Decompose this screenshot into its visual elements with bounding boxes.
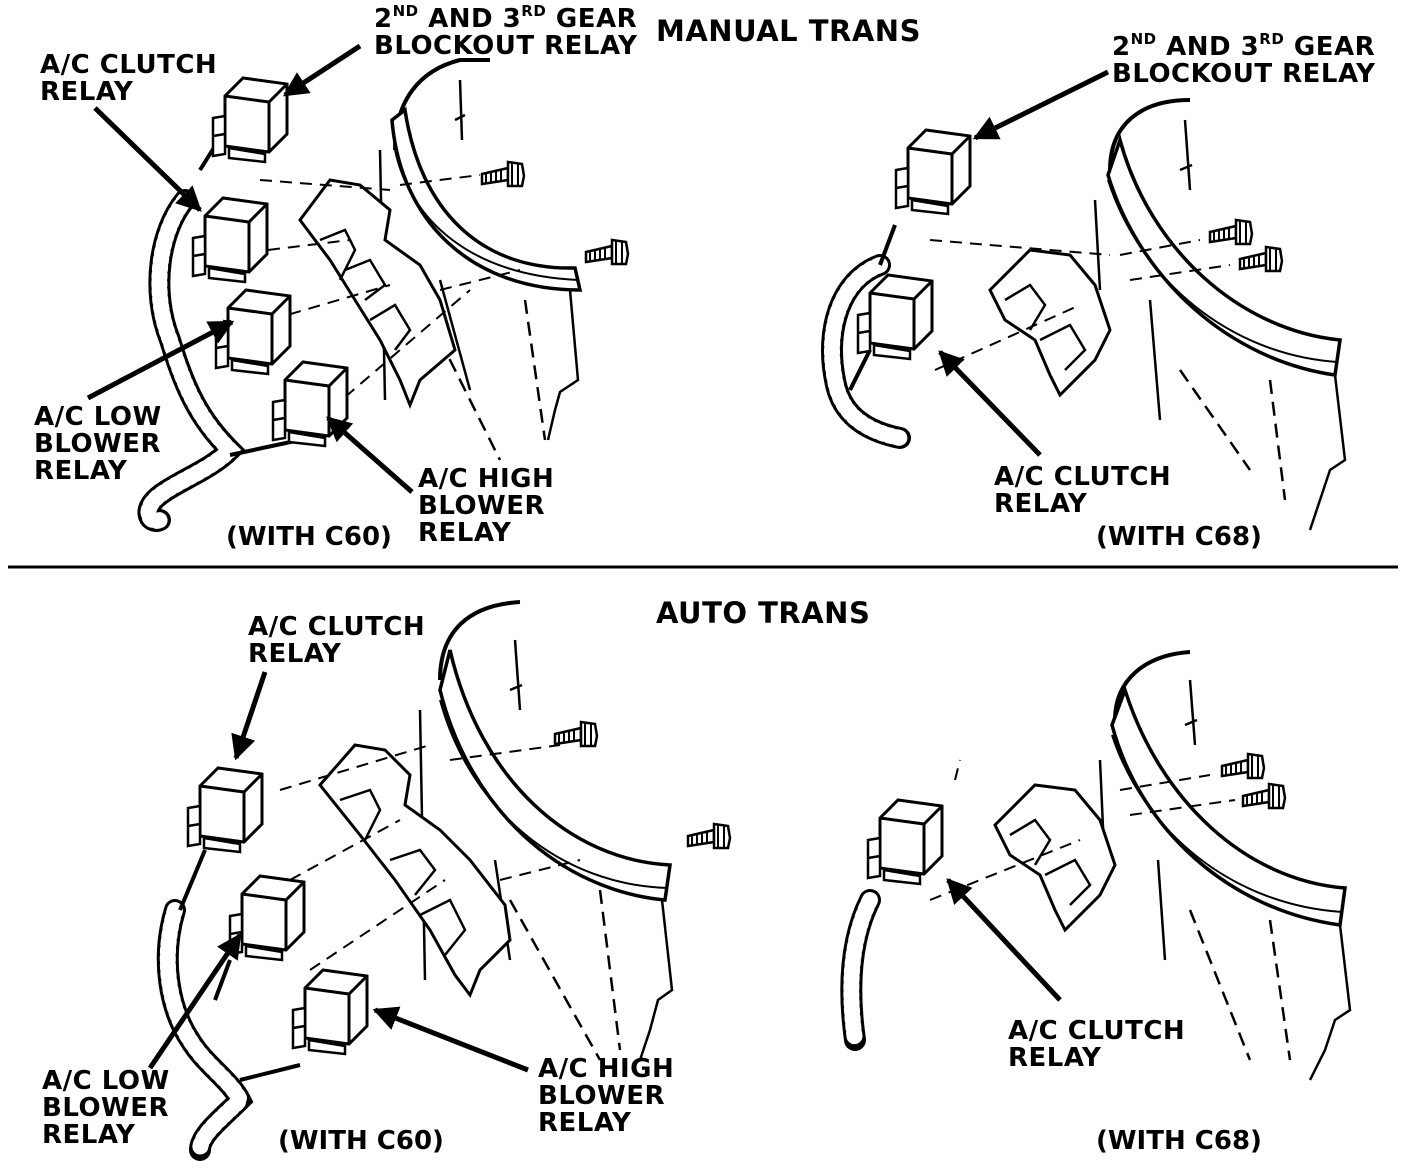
panel-manual-c60 <box>86 43 630 532</box>
label-clutch-relay-auto-c60: A/C CLUTCH RELAY <box>248 612 426 669</box>
panel-auto-c60 <box>147 600 732 1161</box>
label-high-blower-relay-auto-c60: A/C HIGH BLOWER RELAY <box>538 1054 675 1138</box>
section-heading-auto: AUTO TRANS <box>656 596 871 630</box>
label-clutch-relay-manual-c68: A/C CLUTCH RELAY <box>994 462 1172 519</box>
variant-label-manual-c68: (WITH C68) <box>1096 522 1262 552</box>
label-low-blower-relay-manual-c60: A/C LOW BLOWER RELAY <box>34 402 162 486</box>
panel-auto-c68 <box>840 650 1352 1081</box>
panel-manual-c68 <box>821 69 1347 531</box>
variant-label-auto-c68: (WITH C68) <box>1096 1126 1262 1156</box>
label-clutch-relay-manual-c60: A/C CLUTCH RELAY <box>40 50 218 107</box>
label-clutch-relay-auto-c68: A/C CLUTCH RELAY <box>1008 1016 1186 1073</box>
section-heading-manual: MANUAL TRANS <box>656 14 921 48</box>
variant-label-manual-c60: (WITH C60) <box>226 522 392 552</box>
label-high-blower-relay-manual-c60: A/C HIGH BLOWER RELAY <box>418 464 555 548</box>
label-low-blower-relay-auto-c60: A/C LOW BLOWER RELAY <box>42 1066 170 1150</box>
label-blockout-relay-manual-c60: 2ND AND 3RD GEAR BLOCKOUT RELAY <box>374 2 638 61</box>
label-blockout-relay-manual-c68: 2ND AND 3RD GEAR BLOCKOUT RELAY <box>1112 30 1376 89</box>
variant-label-auto-c60: (WITH C60) <box>278 1126 444 1156</box>
